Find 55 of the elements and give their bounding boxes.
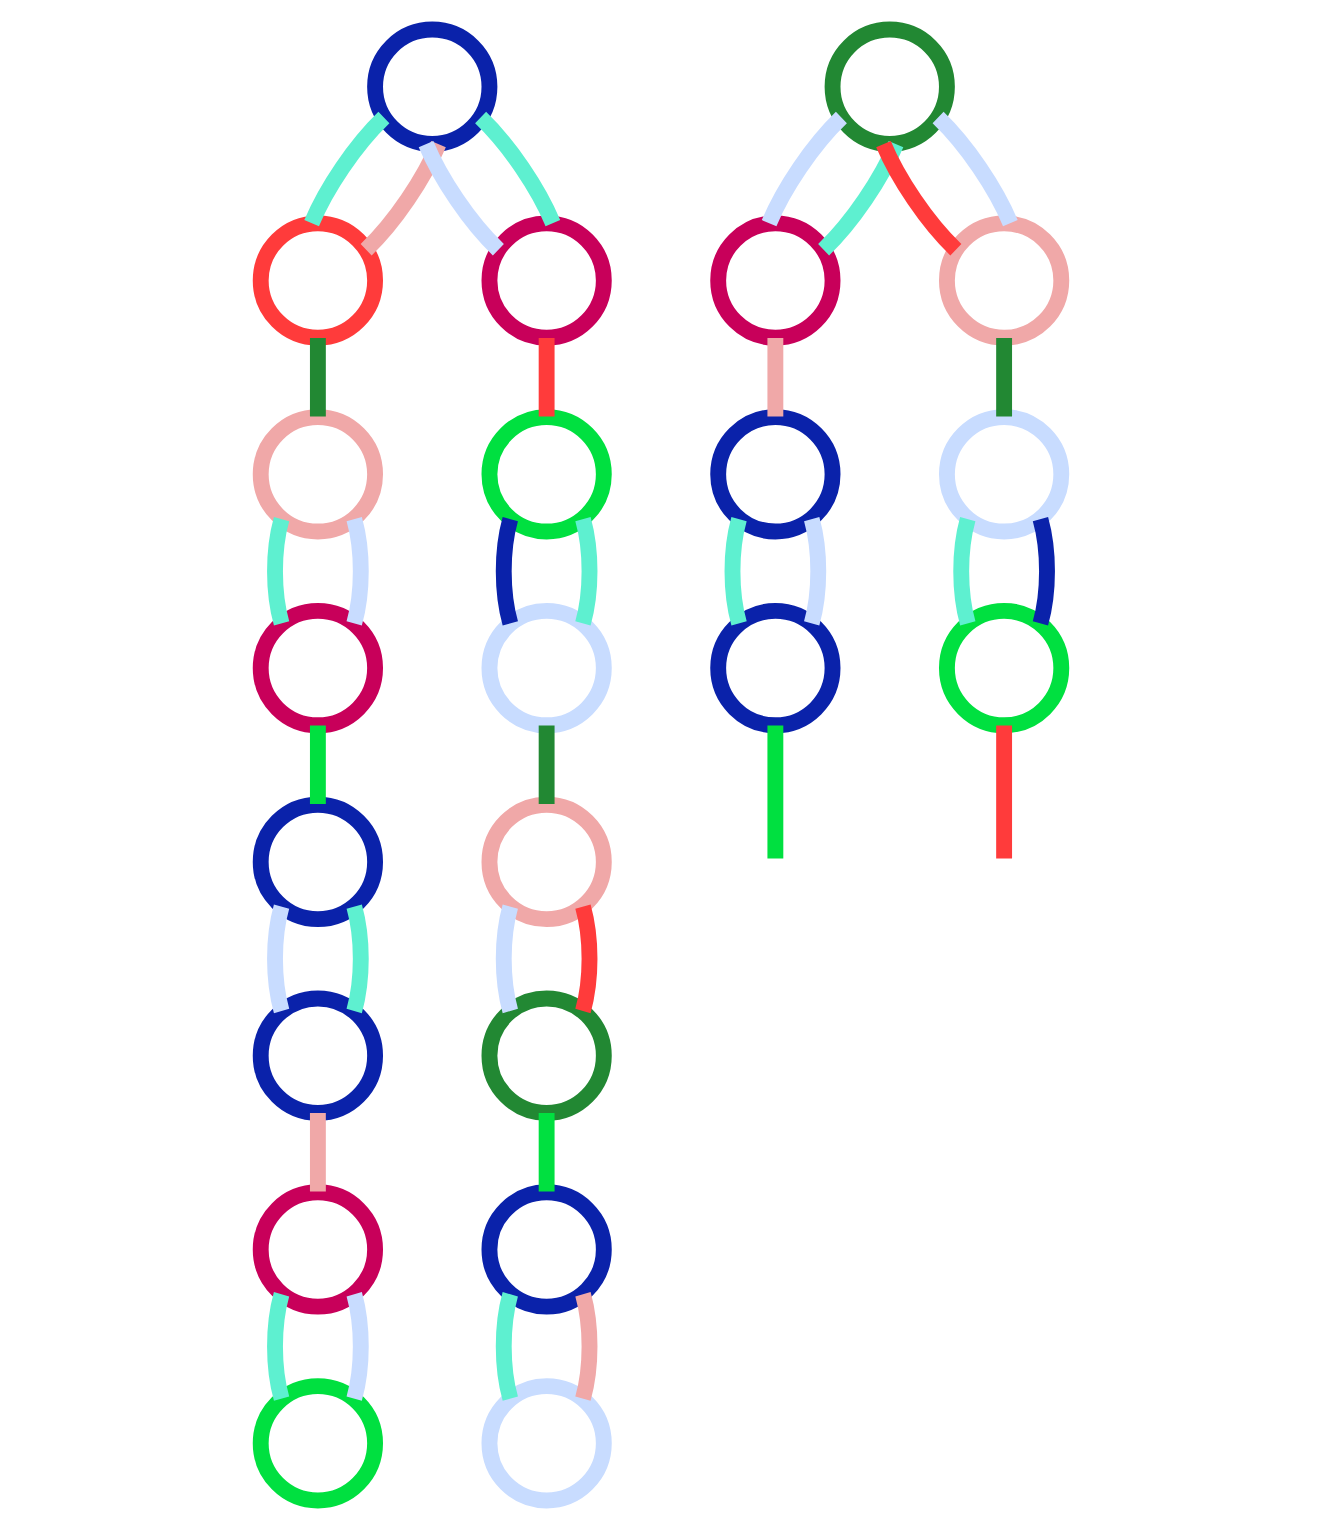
node-circle — [938, 409, 1070, 540]
connector — [996, 337, 1013, 417]
connector — [495, 1292, 518, 1401]
node-circle — [938, 602, 1070, 734]
node-circle — [252, 602, 383, 734]
node-circle — [367, 21, 498, 152]
connector — [804, 517, 827, 626]
connector — [767, 337, 784, 417]
connector — [538, 337, 555, 417]
connector — [309, 337, 326, 417]
node-circle — [710, 409, 841, 540]
connector — [575, 904, 598, 1013]
connector — [538, 725, 555, 804]
connector — [360, 140, 446, 256]
node-circle — [252, 990, 383, 1121]
connector — [767, 725, 784, 859]
node-circle — [481, 990, 612, 1121]
node-circle — [938, 215, 1070, 346]
connector — [724, 517, 747, 626]
connector — [495, 517, 518, 626]
connector — [418, 140, 504, 256]
node-circle — [481, 1378, 612, 1509]
connector — [495, 904, 518, 1013]
connector — [1032, 517, 1055, 626]
node-circle — [481, 1184, 612, 1315]
connector — [953, 517, 976, 626]
connector — [309, 1113, 326, 1192]
node-circle — [481, 602, 612, 734]
connector — [346, 904, 369, 1013]
node-circle — [710, 215, 841, 346]
node-circle — [252, 1184, 383, 1315]
node-circle — [824, 21, 955, 152]
connector — [267, 517, 290, 626]
connector — [304, 112, 390, 227]
connector — [267, 904, 290, 1013]
node-circle — [252, 409, 383, 540]
node-circle — [252, 796, 383, 928]
connector — [346, 517, 369, 626]
connector — [575, 517, 598, 626]
connector — [761, 111, 847, 227]
connector — [575, 1292, 598, 1401]
connector — [932, 112, 1018, 227]
connector — [538, 1113, 555, 1192]
node-circle — [252, 1378, 383, 1509]
connector — [996, 725, 1013, 859]
connector — [475, 111, 561, 227]
connector — [267, 1292, 290, 1401]
connector — [818, 140, 904, 256]
node-circle — [481, 796, 612, 928]
node-circle — [481, 215, 612, 346]
connector — [346, 1292, 369, 1401]
connector — [876, 140, 962, 256]
node-circle — [252, 215, 383, 346]
node-circle — [481, 409, 612, 540]
node-circle — [710, 602, 841, 734]
